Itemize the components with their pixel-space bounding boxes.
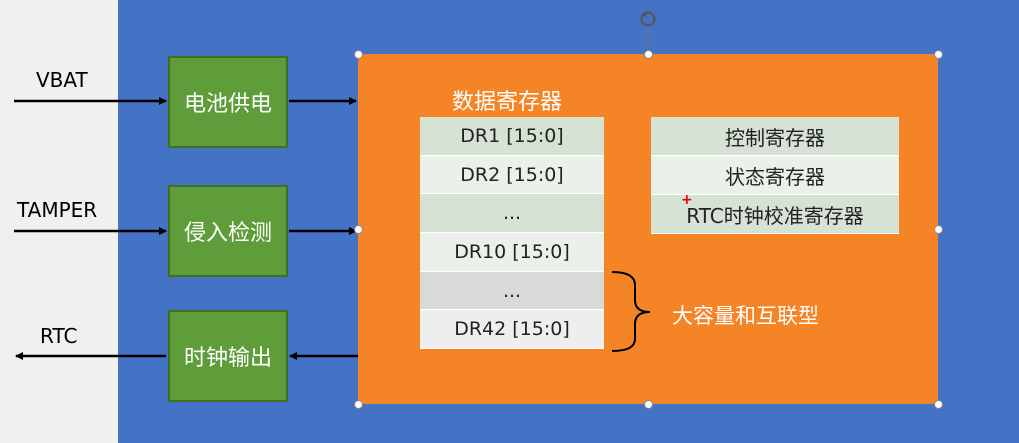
tamper-detect-block[interactable]: 侵入检测 <box>168 185 288 277</box>
resize-handle-right[interactable] <box>933 224 943 234</box>
crosshair-cursor-icon: + <box>681 192 693 208</box>
register-row: DR42 [15:0] <box>420 310 604 350</box>
register-row: DR2 [15:0] <box>420 155 604 195</box>
resize-handle-bottom-right[interactable] <box>933 399 943 409</box>
rotate-icon[interactable] <box>640 11 656 27</box>
battery-block-label: 电池供电 <box>183 92 272 117</box>
resize-handle-top-right[interactable] <box>933 49 943 59</box>
resize-handle-bottom-left[interactable] <box>353 399 363 409</box>
tamper-detect-block-label: 侵入检测 <box>183 221 272 246</box>
clock-output-block[interactable]: 时钟输出 <box>168 310 288 402</box>
brace-shape <box>611 271 651 352</box>
resize-handle-top-left[interactable] <box>353 49 363 59</box>
rtc-label: RTC <box>40 324 78 348</box>
resize-handle-left[interactable] <box>353 224 363 234</box>
register-row: ... <box>420 194 604 234</box>
battery-block[interactable]: 电池供电 <box>168 56 288 148</box>
resize-handle-top[interactable] <box>643 49 653 59</box>
data-register-table: DR1 [15:0] DR2 [15:0] ... DR10 [15:0] ..… <box>420 117 604 350</box>
control-row: 状态寄存器 <box>651 156 899 195</box>
register-row: DR10 [15:0] <box>420 233 604 272</box>
tamper-label: TAMPER <box>17 198 98 222</box>
clock-output-block-label: 时钟输出 <box>183 346 272 371</box>
resize-handle-bottom[interactable] <box>643 399 653 409</box>
control-row: RTC时钟校准寄存器 <box>651 195 899 234</box>
control-row: 控制寄存器 <box>651 117 899 156</box>
vbat-label: VBAT <box>36 68 88 92</box>
control-register-table: 控制寄存器 状态寄存器 RTC时钟校准寄存器 <box>651 117 899 234</box>
brace-label: 大容量和互联型 <box>672 304 819 328</box>
register-row: DR1 [15:0] <box>420 117 604 156</box>
data-register-title: 数据寄存器 <box>452 90 563 115</box>
register-row: ... <box>420 271 604 311</box>
